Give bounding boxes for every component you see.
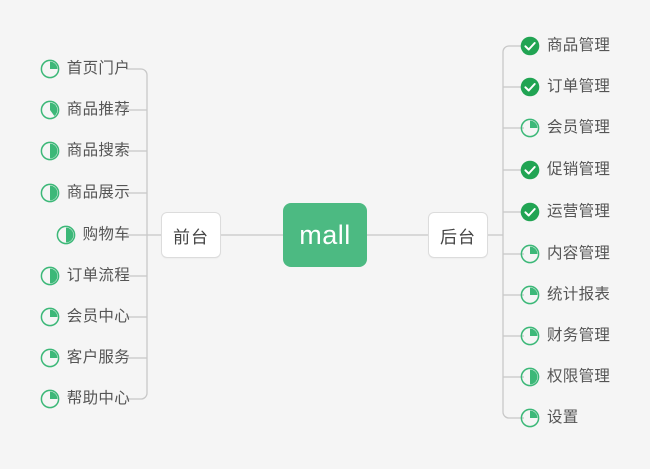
leaf-label: 权限管理 bbox=[547, 368, 611, 385]
leaf-item-frontend-8[interactable]: 帮助中心 bbox=[40, 386, 130, 412]
pie-progress-icon bbox=[40, 266, 60, 286]
branch-node-label: 前台 bbox=[173, 227, 209, 247]
pie-progress-icon bbox=[40, 389, 60, 409]
leaf-item-frontend-6[interactable]: 会员中心 bbox=[40, 304, 130, 330]
leaf-item-frontend-1[interactable]: 商品推荐 bbox=[40, 97, 130, 123]
leaf-item-backend-0[interactable]: 商品管理 bbox=[520, 33, 610, 59]
leaf-label: 财务管理 bbox=[547, 327, 611, 344]
pie-progress-icon bbox=[520, 326, 540, 346]
leaf-label: 促销管理 bbox=[547, 161, 611, 178]
leaf-label: 运营管理 bbox=[547, 203, 611, 220]
branch-node-backend[interactable]: 后台 bbox=[428, 212, 488, 258]
leaf-item-frontend-3[interactable]: 商品展示 bbox=[40, 180, 130, 206]
pie-progress-icon bbox=[520, 118, 540, 138]
leaf-item-backend-2[interactable]: 会员管理 bbox=[520, 115, 610, 141]
leaf-item-backend-5[interactable]: 内容管理 bbox=[520, 241, 610, 267]
leaf-label: 订单流程 bbox=[66, 267, 130, 284]
leaf-item-backend-7[interactable]: 财务管理 bbox=[520, 323, 610, 349]
leaf-label: 设置 bbox=[547, 409, 579, 426]
leaf-item-frontend-7[interactable]: 客户服务 bbox=[40, 345, 130, 371]
pie-progress-icon bbox=[40, 307, 60, 327]
pie-progress-icon bbox=[520, 244, 540, 264]
pie-progress-icon bbox=[56, 225, 75, 245]
check-circle-icon bbox=[520, 77, 540, 97]
leaf-label: 客户服务 bbox=[66, 349, 130, 366]
leaf-label: 商品推荐 bbox=[66, 101, 130, 118]
leaf-label: 首页门户 bbox=[66, 60, 130, 77]
leaf-item-backend-9[interactable]: 设置 bbox=[520, 405, 579, 431]
root-node-label: mall bbox=[299, 219, 351, 250]
leaf-label: 购物车 bbox=[82, 226, 130, 243]
leaf-item-frontend-5[interactable]: 订单流程 bbox=[40, 263, 130, 289]
leaf-label: 订单管理 bbox=[547, 78, 611, 95]
pie-progress-icon bbox=[40, 100, 60, 120]
pie-progress-icon bbox=[40, 183, 60, 203]
leaf-item-backend-6[interactable]: 统计报表 bbox=[520, 282, 610, 308]
check-circle-icon bbox=[520, 36, 540, 56]
leaf-label: 商品管理 bbox=[547, 37, 611, 54]
branch-node-frontend[interactable]: 前台 bbox=[161, 212, 221, 258]
leaf-item-backend-3[interactable]: 促销管理 bbox=[520, 157, 610, 183]
leaf-item-backend-1[interactable]: 订单管理 bbox=[520, 74, 610, 100]
check-circle-icon bbox=[520, 202, 540, 222]
leaf-label: 商品搜索 bbox=[66, 142, 130, 159]
leaf-label: 帮助中心 bbox=[66, 390, 130, 407]
leaf-label: 统计报表 bbox=[547, 286, 611, 303]
check-circle-icon bbox=[520, 160, 540, 180]
pie-progress-icon bbox=[40, 59, 60, 79]
leaf-label: 内容管理 bbox=[547, 245, 611, 262]
root-node-mall[interactable]: mall bbox=[283, 203, 367, 267]
pie-progress-icon bbox=[520, 408, 540, 428]
leaf-item-frontend-2[interactable]: 商品搜索 bbox=[40, 138, 130, 164]
leaf-item-backend-8[interactable]: 权限管理 bbox=[520, 364, 610, 390]
pie-progress-icon bbox=[40, 348, 60, 368]
leaf-label: 商品展示 bbox=[66, 184, 130, 201]
leaf-label: 会员中心 bbox=[66, 308, 130, 325]
pie-progress-icon bbox=[520, 285, 540, 305]
leaf-item-frontend-0[interactable]: 首页门户 bbox=[40, 56, 130, 82]
leaf-item-backend-4[interactable]: 运营管理 bbox=[520, 199, 610, 225]
leaf-label: 会员管理 bbox=[547, 119, 611, 136]
leaf-item-frontend-4[interactable]: 购物车 bbox=[56, 222, 130, 248]
pie-progress-icon bbox=[40, 141, 60, 161]
pie-progress-icon bbox=[520, 367, 540, 387]
branch-node-label: 后台 bbox=[440, 227, 476, 247]
